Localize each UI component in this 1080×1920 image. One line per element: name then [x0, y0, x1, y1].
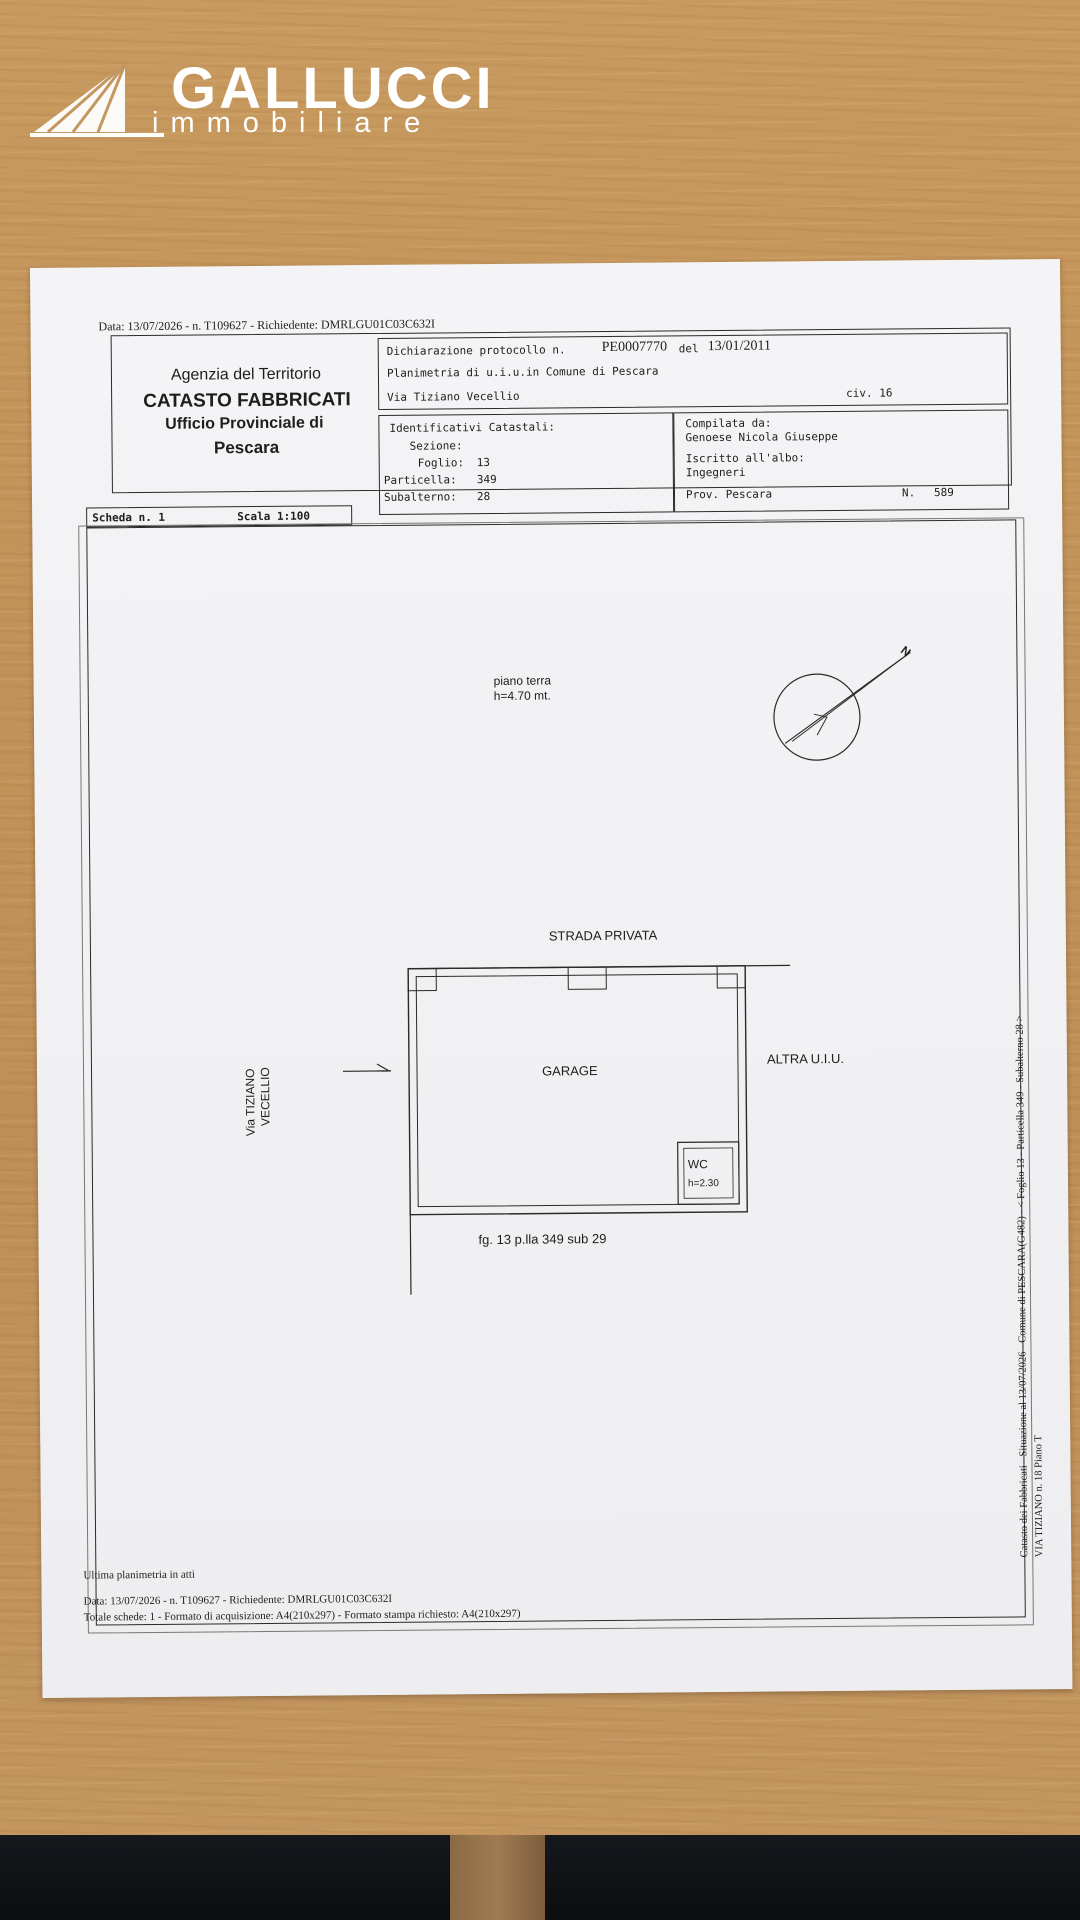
table-leg	[450, 1835, 545, 1920]
adjacent-unit-label: ALTRA U.I.U.	[766, 1050, 845, 1067]
floor-height: h=4.70 mt.	[493, 688, 551, 703]
sailboat-icon	[30, 62, 164, 137]
agency-logo: GALLUCCI immobiliare	[28, 58, 508, 148]
wc-label: WC	[687, 1157, 708, 1172]
wc-height: h=2.30	[687, 1178, 719, 1190]
street-label: Via TIZIANO VECELLIO	[243, 1067, 274, 1136]
footer-last-planimetry: Ultima planimetria in atti	[83, 1568, 195, 1582]
street-label-line1: Via TIZIANO	[242, 1068, 258, 1137]
logo-tagline: immobiliare	[152, 107, 433, 139]
cadastral-sheet: Data: 13/07/2026 - n. T109627 - Richiede…	[30, 259, 1073, 1698]
floor-plan-drawing	[343, 651, 911, 1295]
room-label: GARAGE	[541, 1063, 598, 1079]
floor-label: piano terra	[493, 673, 552, 688]
street-label-line2: VECELLIO	[257, 1067, 273, 1127]
side-text-line2: VIA TIZIANO n. 18 Piano T	[1033, 1435, 1046, 1558]
logo-brand: GALLUCCI	[171, 56, 495, 121]
road-label: STRADA PRIVATA	[548, 927, 658, 944]
entrance-arrow-icon	[343, 1063, 392, 1072]
dark-floor	[0, 1835, 1080, 1920]
north-arrow-icon	[773, 651, 911, 761]
adjacent-parcel-label: fg. 13 p.lla 349 sub 29	[478, 1231, 607, 1248]
